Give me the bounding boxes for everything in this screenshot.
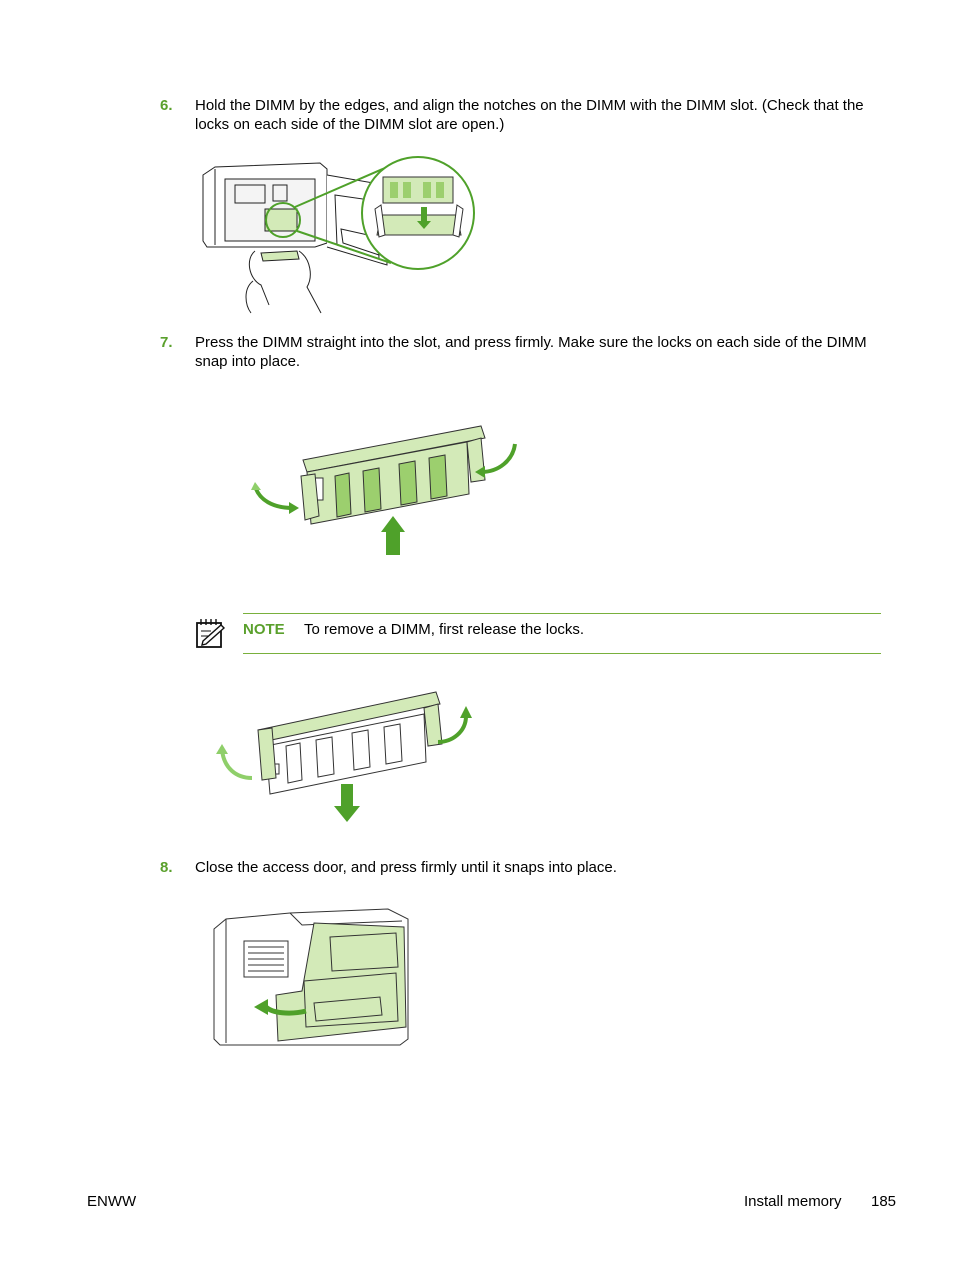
- note-text: To remove a DIMM, first release the lock…: [304, 621, 585, 638]
- step-text: Close the access door, and press firmly …: [195, 859, 617, 876]
- dimm-insert-illustration: [251, 425, 517, 555]
- step-number: 6.: [160, 97, 173, 114]
- dimm-remove-illustration: [216, 691, 472, 822]
- note-box: NOTE To remove a DIMM, first release the…: [243, 613, 881, 654]
- step-text: Press the DIMM straight into the slot, a…: [195, 334, 867, 370]
- dimm-align-illustration: [202, 156, 475, 314]
- page-number: 185: [871, 1193, 897, 1210]
- close-door-illustration: [213, 908, 409, 1046]
- footer-left: ENWW: [87, 1193, 137, 1210]
- step-text: Hold the DIMM by the edges, and align th…: [195, 97, 864, 133]
- step-number: 7.: [160, 334, 173, 351]
- footer-section: Install memory: [744, 1193, 842, 1210]
- step-number: 8.: [160, 859, 173, 876]
- note-label: NOTE: [243, 621, 285, 638]
- note-icon: [196, 619, 226, 648]
